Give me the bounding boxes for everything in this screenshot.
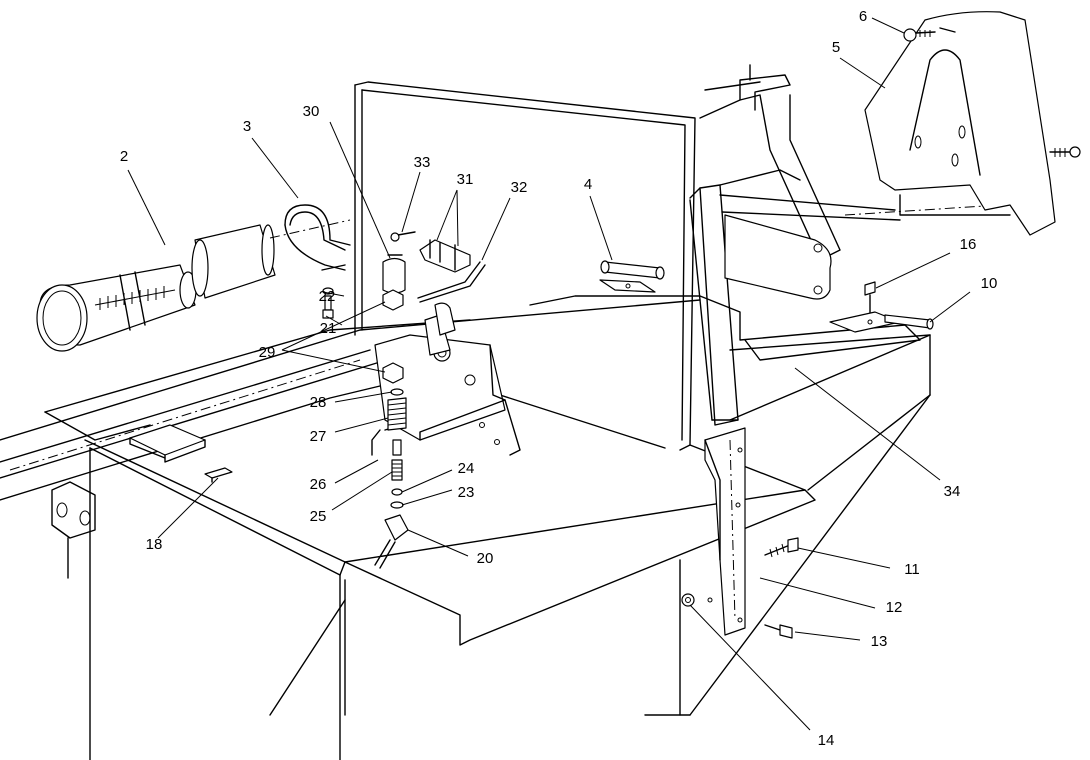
callout-29: 29 — [259, 344, 276, 361]
bolt-11 — [764, 537, 799, 558]
switch-assembly — [371, 231, 521, 569]
callout-28: 28 — [310, 394, 327, 411]
nut-14 — [681, 593, 695, 607]
callout-13: 13 — [871, 633, 888, 650]
clamp-3 — [284, 204, 351, 271]
leader-lines — [127, 17, 971, 731]
callout-33: 33 — [414, 154, 431, 171]
callout-23: 23 — [458, 484, 475, 501]
callout-30: 30 — [303, 103, 320, 120]
bolt-right — [1049, 146, 1081, 158]
cover-5 — [864, 11, 1056, 236]
frame-base — [0, 299, 931, 760]
shield-panel — [354, 81, 696, 451]
callout-34: 34 — [944, 483, 961, 500]
callout-6: 6 — [859, 8, 867, 25]
bolt-13 — [764, 624, 793, 639]
callout-16: 16 — [960, 236, 977, 253]
callout-27: 27 — [310, 428, 327, 445]
rod-4 — [599, 260, 665, 293]
pin-10 — [829, 311, 934, 333]
side-plate-12 — [704, 427, 746, 636]
bolt-21 — [322, 295, 334, 319]
callout-20: 20 — [477, 550, 494, 567]
callout-26: 26 — [310, 476, 327, 493]
callout-11: 11 — [904, 561, 920, 578]
bolt-16 — [864, 281, 876, 316]
callout-labels: 2 3 4 5 6 10 11 12 13 14 16 18 20 21 22 … — [120, 8, 998, 749]
callout-5: 5 — [832, 39, 840, 56]
support-post — [689, 64, 1001, 426]
callout-18: 18 — [146, 536, 163, 553]
callout-32: 32 — [511, 179, 528, 196]
callout-10: 10 — [981, 275, 998, 292]
muffler-2 — [36, 219, 351, 352]
callout-31: 31 — [457, 171, 474, 188]
callout-14: 14 — [818, 732, 835, 749]
callout-25: 25 — [310, 508, 327, 525]
callout-4: 4 — [584, 176, 592, 193]
callout-3: 3 — [243, 118, 251, 135]
gasket-34 — [529, 295, 921, 361]
callout-21: 21 — [320, 320, 337, 337]
callout-2: 2 — [120, 148, 128, 165]
callout-22: 22 — [319, 288, 336, 305]
screw-6 — [903, 28, 936, 42]
callout-12: 12 — [886, 599, 903, 616]
callout-24: 24 — [458, 460, 475, 477]
